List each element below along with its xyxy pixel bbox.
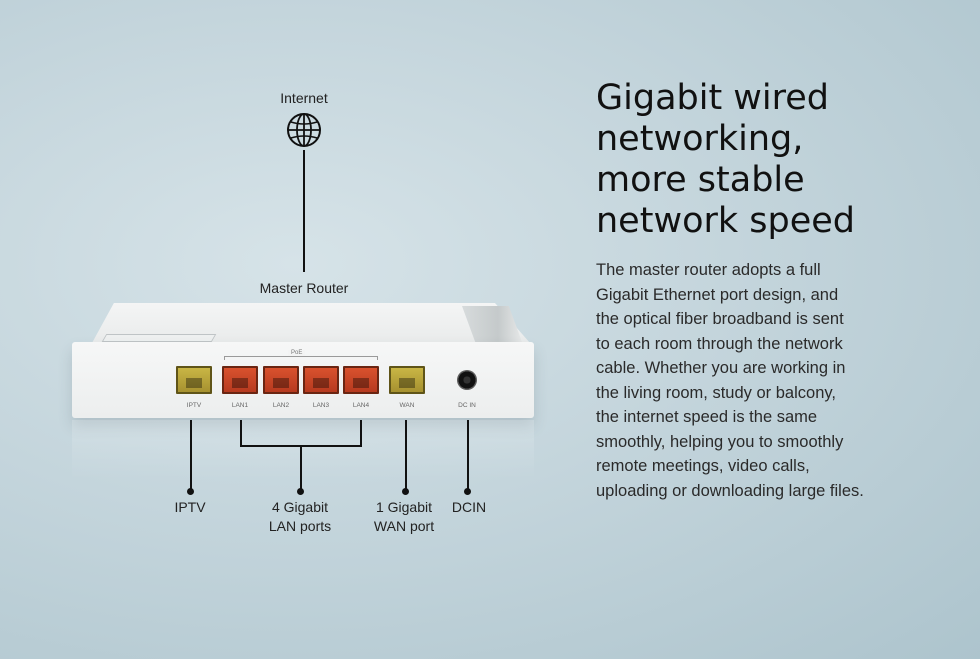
- port-lan1: [222, 366, 258, 394]
- port-lan4: [343, 366, 379, 394]
- description-line: Gigabit Ethernet port design, and: [596, 285, 839, 304]
- port-label: WAN: [399, 402, 415, 409]
- description-line: the internet speed is the same: [596, 408, 818, 426]
- headline: Gigabit wired networking, more stable ne…: [596, 78, 966, 242]
- description-line: remote meetings, video calls,: [596, 457, 810, 475]
- headline-line: Gigabit wired: [596, 78, 830, 118]
- callout-lan-line2: LAN ports: [268, 518, 332, 534]
- router-logo: [101, 334, 217, 342]
- lan-connector-line: [300, 445, 302, 492]
- port-label: LAN3: [312, 402, 330, 409]
- description-line: to each room through the network: [596, 334, 843, 353]
- poe-bracket: [224, 356, 378, 360]
- iptv-connector-dot: [187, 488, 194, 495]
- callout-iptv: IPTV: [174, 499, 206, 515]
- callout-wan-line1: 1 Gigabit: [375, 499, 433, 515]
- router-reflection: [72, 420, 534, 480]
- internet-label: Internet: [280, 90, 328, 106]
- globe-icon: [287, 113, 321, 147]
- port-label: IPTV: [186, 402, 202, 409]
- lan-connector-line: [360, 420, 362, 446]
- port-lan3: [303, 366, 339, 394]
- description-line: uploading or downloading large files.: [596, 481, 864, 500]
- wan-connector-dot: [402, 488, 409, 495]
- internet-connector-line: [303, 150, 305, 272]
- dcin-connector-line: [467, 420, 469, 492]
- master-router-label: Master Router: [259, 280, 349, 296]
- callout-dcin: DCIN: [451, 499, 487, 515]
- headline-line: more stable: [596, 160, 805, 200]
- dcin-connector-dot: [464, 488, 471, 495]
- lan-connector-line: [240, 420, 242, 446]
- port-label: LAN2: [272, 402, 290, 409]
- headline-line: network speed: [596, 201, 855, 241]
- callout-wan-line2: WAN port: [373, 518, 435, 534]
- lan-connector-dot: [297, 488, 304, 495]
- wan-connector-line: [405, 420, 407, 492]
- port-iptv: [176, 366, 212, 394]
- description-line: The master router adopts a full: [596, 261, 821, 279]
- dc-port-label: DC IN: [458, 402, 476, 409]
- dc-jack: [457, 370, 477, 390]
- port-wan: [389, 366, 425, 394]
- port-label: LAN1: [231, 402, 249, 409]
- poe-label: PoE: [288, 350, 306, 356]
- headline-line: networking,: [596, 119, 804, 159]
- description-paragraph: The master router adopts a full Gigabit …: [596, 258, 966, 503]
- description-line: smoothly, helping you to smoothly: [596, 432, 844, 451]
- port-lan2: [263, 366, 299, 394]
- port-label: LAN4: [352, 402, 370, 409]
- callout-lan-line1: 4 Gigabit: [271, 499, 329, 515]
- description-line: the optical fiber broadband is sent: [596, 310, 844, 328]
- description-line: cable. Whether you are working in: [596, 359, 846, 377]
- iptv-connector-line: [190, 420, 192, 492]
- description-line: the living room, study or balcony,: [596, 383, 836, 402]
